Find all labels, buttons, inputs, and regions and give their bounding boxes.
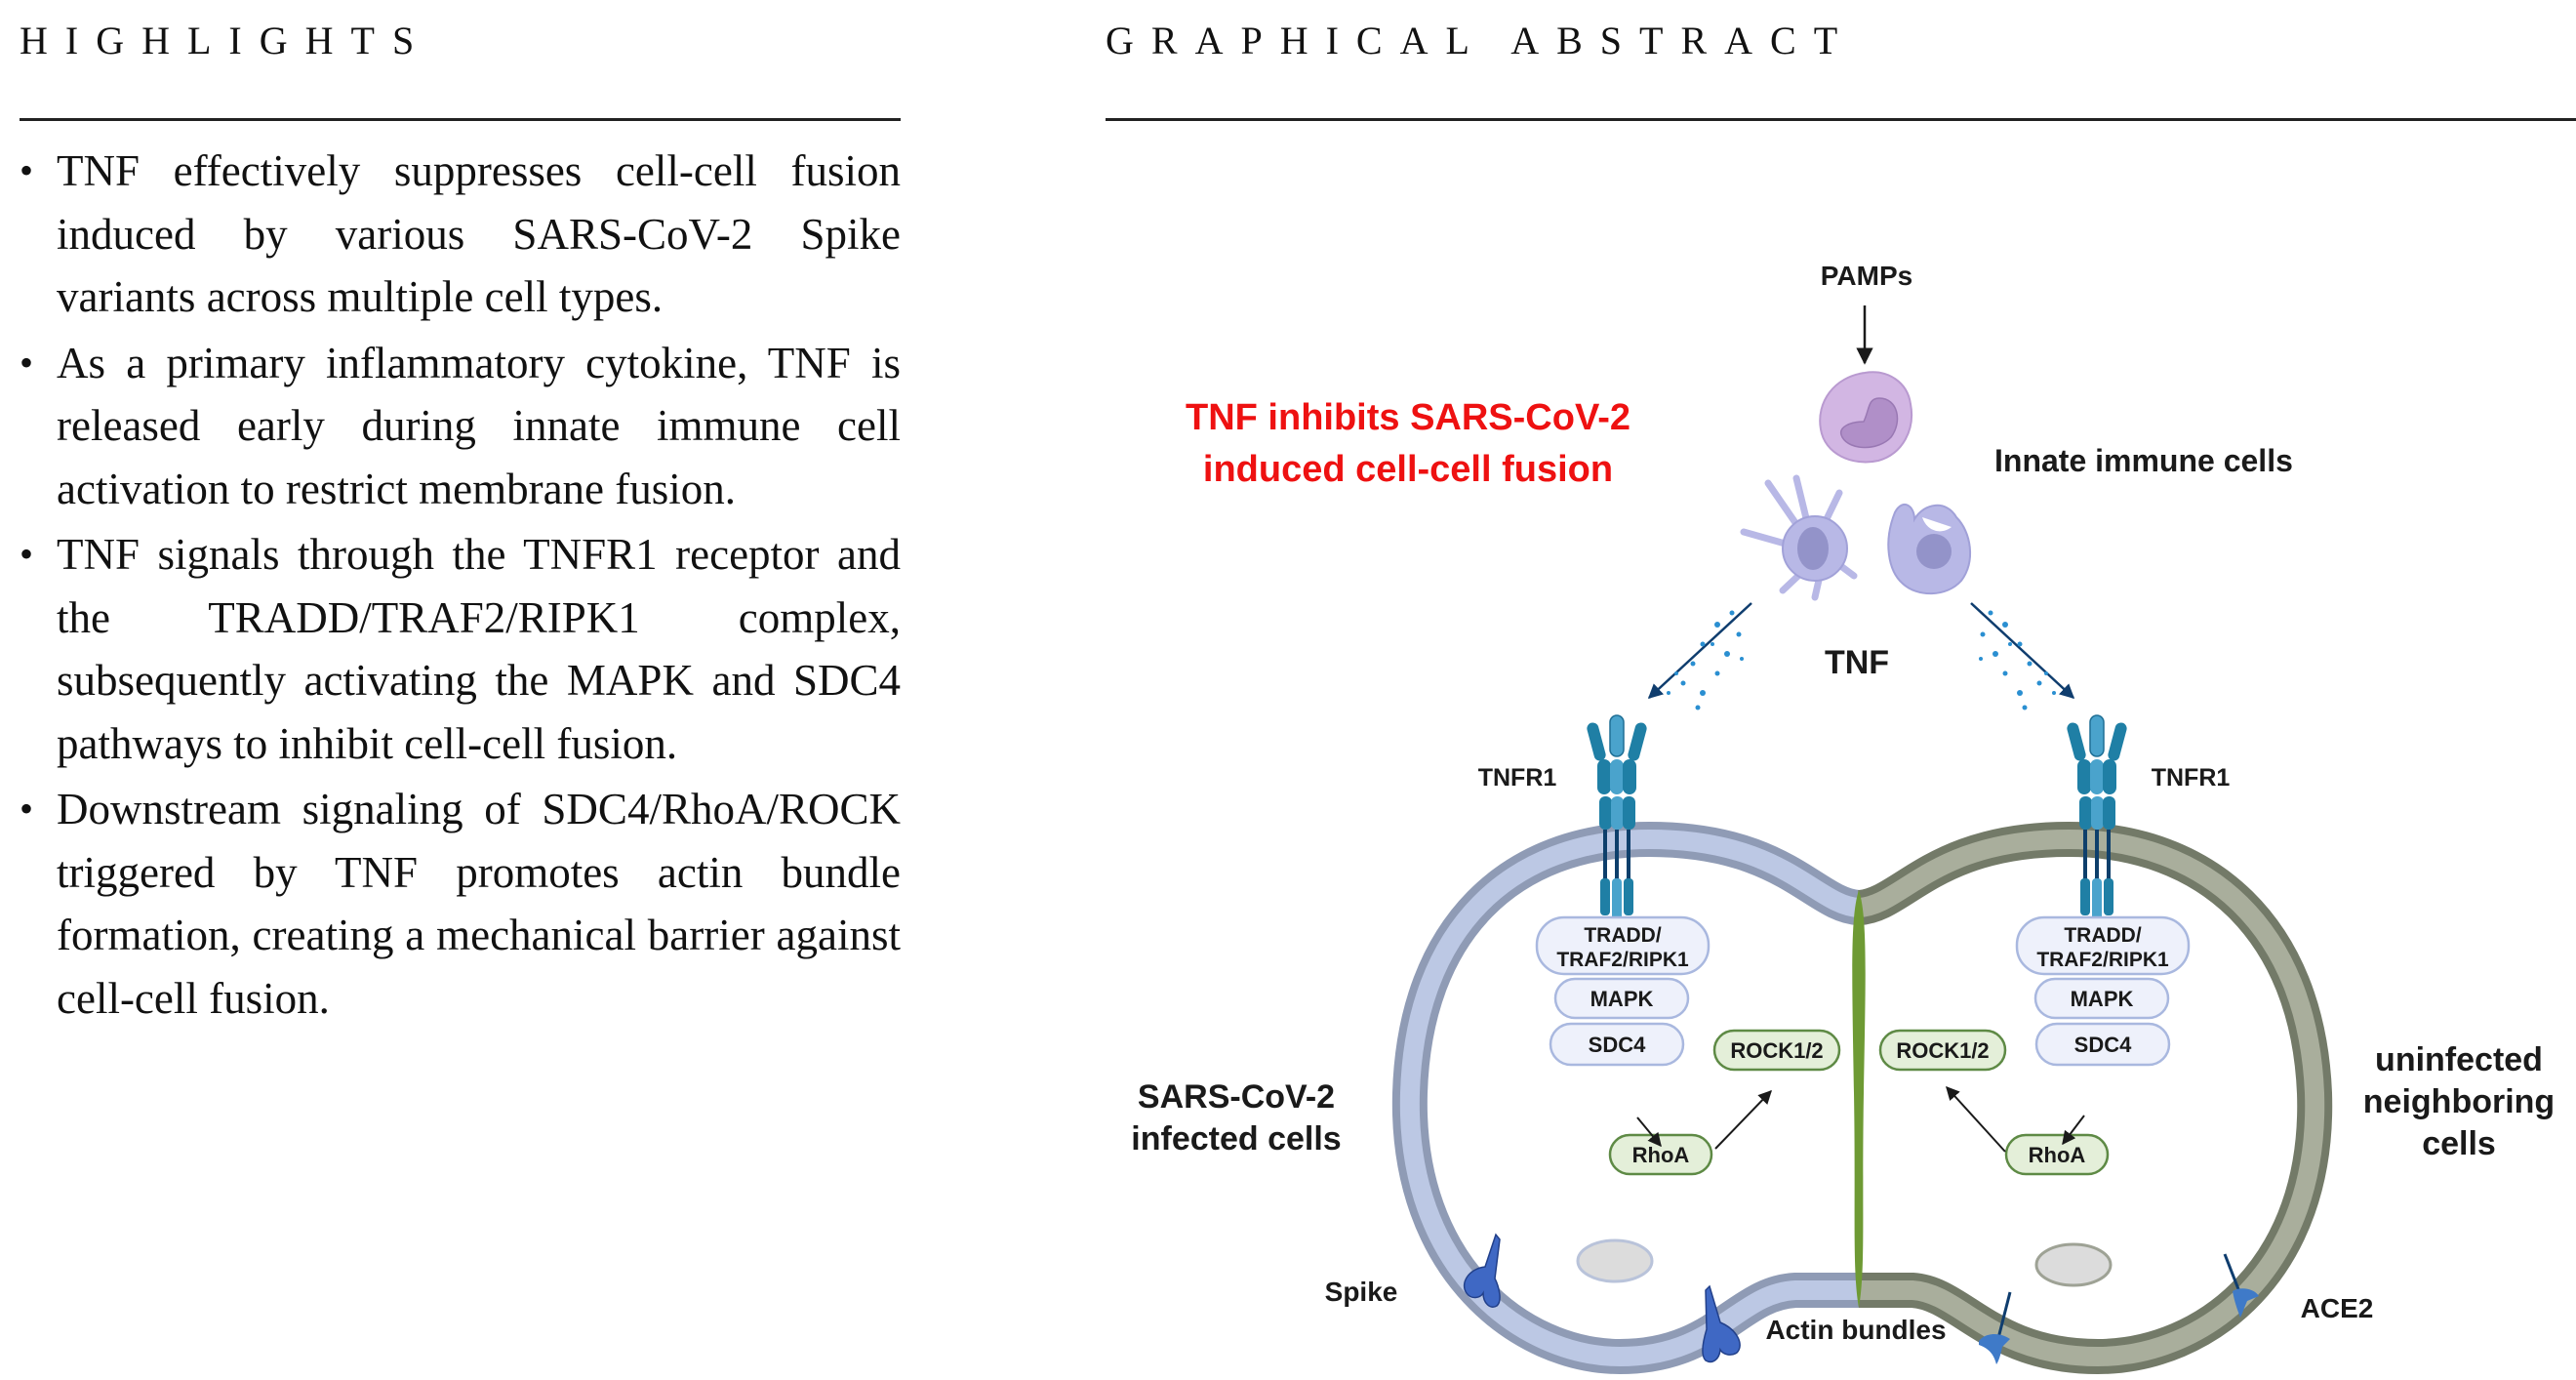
infected-cells-label-line-2: infected cells bbox=[1131, 1120, 1341, 1157]
dendritic-cell-icon bbox=[1740, 474, 1858, 601]
uninfected-cells-label-line-2: neighboring bbox=[2363, 1083, 2555, 1120]
bullet-icon: • bbox=[20, 787, 34, 831]
spike-label: Spike bbox=[1325, 1277, 1398, 1307]
complex-label-line-1: TRADD/ bbox=[2064, 924, 2141, 947]
rock-node bbox=[1712, 1029, 1841, 1072]
mapk-node bbox=[2033, 977, 2170, 1020]
highlight-text: TNF effectively suppresses cell-cell fus… bbox=[57, 146, 901, 321]
graphical-abstract-figure: TNF inhibits SARS-CoV-2 induced cell-cel… bbox=[1106, 195, 2576, 1380]
ace2-receptor-icon bbox=[1979, 1291, 2012, 1364]
graphical-abstract-heading: GRAPHICAL ABSTRACT bbox=[1106, 19, 1856, 62]
uninfected-cells-label-line-1: uninfected bbox=[2375, 1041, 2543, 1078]
signaling-left: TRADD/ TRAF2/RIPK1 MAPK SDC4 ROCK1/2 Rho… bbox=[1535, 915, 1841, 1176]
uninfected-cell-membrane bbox=[1856, 821, 2333, 1375]
tnf-label: TNF bbox=[1825, 644, 1889, 681]
graphical-abstract-divider bbox=[1106, 118, 2576, 121]
sdc4-node bbox=[1549, 1022, 1685, 1067]
rhoa-label: RhoA bbox=[2029, 1143, 2086, 1167]
actin-bundle-divider bbox=[1852, 890, 1866, 1308]
complex-node bbox=[1535, 915, 1711, 976]
complex-label-line-2: TRAF2/RIPK1 bbox=[2036, 949, 2169, 971]
signaling-right: TRADD/ TRAF2/RIPK1 MAPK SDC4 ROCK1/2 Rho… bbox=[1878, 915, 2191, 1176]
spike-protein-icon bbox=[1463, 1233, 1501, 1308]
sdc4-label: SDC4 bbox=[1589, 1033, 1646, 1057]
ace2-receptor-icon bbox=[2223, 1253, 2259, 1318]
macrophage-icon bbox=[1887, 503, 1972, 595]
ace2-label: ACE2 bbox=[2301, 1293, 2374, 1323]
organelle-left bbox=[1576, 1238, 1654, 1283]
highlight-item: • As a primary inflammatory cytokine, TNF… bbox=[20, 332, 901, 521]
complex-label-line-2: TRAF2/RIPK1 bbox=[1556, 949, 1689, 971]
highlight-item: • TNF effectively suppresses cell-cell fu… bbox=[20, 140, 901, 329]
headline-line-1: TNF inhibits SARS-CoV-2 bbox=[1186, 397, 1630, 438]
mapk-node bbox=[1553, 977, 1690, 1020]
highlights-heading: HIGHLIGHTS bbox=[20, 19, 432, 62]
pamps-label: PAMPs bbox=[1821, 261, 1912, 291]
highlight-text: Downstream signaling of SDC4/RhoA/ROCK t… bbox=[57, 785, 901, 1023]
uninfected-cells-label-line-3: cells bbox=[2422, 1125, 2496, 1162]
infected-cells-label-line-1: SARS-CoV-2 bbox=[1138, 1078, 1335, 1116]
rock-node bbox=[1878, 1029, 2007, 1072]
highlight-item: • Downstream signaling of SDC4/RhoA/ROCK … bbox=[20, 778, 901, 1030]
tnfr1-receptor-icon bbox=[2067, 714, 2127, 921]
tnfr1-label-left: TNFR1 bbox=[1478, 764, 1557, 791]
sdc4-label: SDC4 bbox=[2074, 1033, 2132, 1057]
sdc4-to-rhoa-arrow bbox=[1636, 1116, 1662, 1148]
rock-label: ROCK1/2 bbox=[1730, 1038, 1823, 1063]
highlights-list: • TNF effectively suppresses cell-cell fu… bbox=[20, 140, 901, 1033]
infected-cell-membrane bbox=[1391, 821, 1862, 1375]
highlights-divider bbox=[20, 118, 901, 121]
abstract-diagram: TNF inhibits SARS-CoV-2 induced cell-cel… bbox=[1131, 261, 2555, 1375]
complex-node bbox=[2015, 915, 2191, 976]
tnf-arrow-right bbox=[1970, 602, 2075, 700]
rhoa-label: RhoA bbox=[1632, 1143, 1690, 1167]
neutrophil-icon bbox=[1819, 371, 1913, 464]
mapk-label: MAPK bbox=[2071, 987, 2134, 1011]
spike-protein-icon bbox=[1702, 1284, 1741, 1363]
headline-line-2: induced cell-cell fusion bbox=[1203, 449, 1613, 490]
rhoa-to-rock-arrow bbox=[1714, 1089, 1772, 1150]
tnf-particles-right bbox=[1979, 610, 2056, 710]
tnf-particles-left bbox=[1667, 610, 1744, 710]
tnfr1-label-right: TNFR1 bbox=[2152, 764, 2231, 791]
rhoa-to-rock-arrow bbox=[1946, 1085, 2006, 1153]
actin-bundles-label: Actin bundles bbox=[1765, 1315, 1946, 1345]
organelle-right bbox=[2034, 1242, 2113, 1287]
bullet-icon: • bbox=[20, 340, 34, 385]
highlight-text: TNF signals through the TNFR1 receptor a… bbox=[57, 530, 901, 768]
tnfr1-receptor-icon bbox=[1587, 714, 1647, 921]
complex-label-line-1: TRADD/ bbox=[1584, 924, 1661, 947]
highlight-text: As a primary inflammatory cytokine, TNF … bbox=[57, 338, 901, 513]
bullet-icon: • bbox=[20, 532, 34, 576]
rock-label: ROCK1/2 bbox=[1896, 1038, 1989, 1063]
innate-cells-label: Innate immune cells bbox=[1994, 443, 2293, 478]
mapk-label: MAPK bbox=[1590, 987, 1654, 1011]
rhoa-node bbox=[2004, 1133, 2110, 1176]
sdc4-node bbox=[2034, 1022, 2171, 1067]
bullet-icon: • bbox=[20, 148, 34, 192]
sdc4-to-rhoa-arrow bbox=[2062, 1115, 2085, 1146]
highlight-item: • TNF signals through the TNFR1 receptor … bbox=[20, 523, 901, 775]
tnf-arrow-left bbox=[1647, 602, 1752, 700]
